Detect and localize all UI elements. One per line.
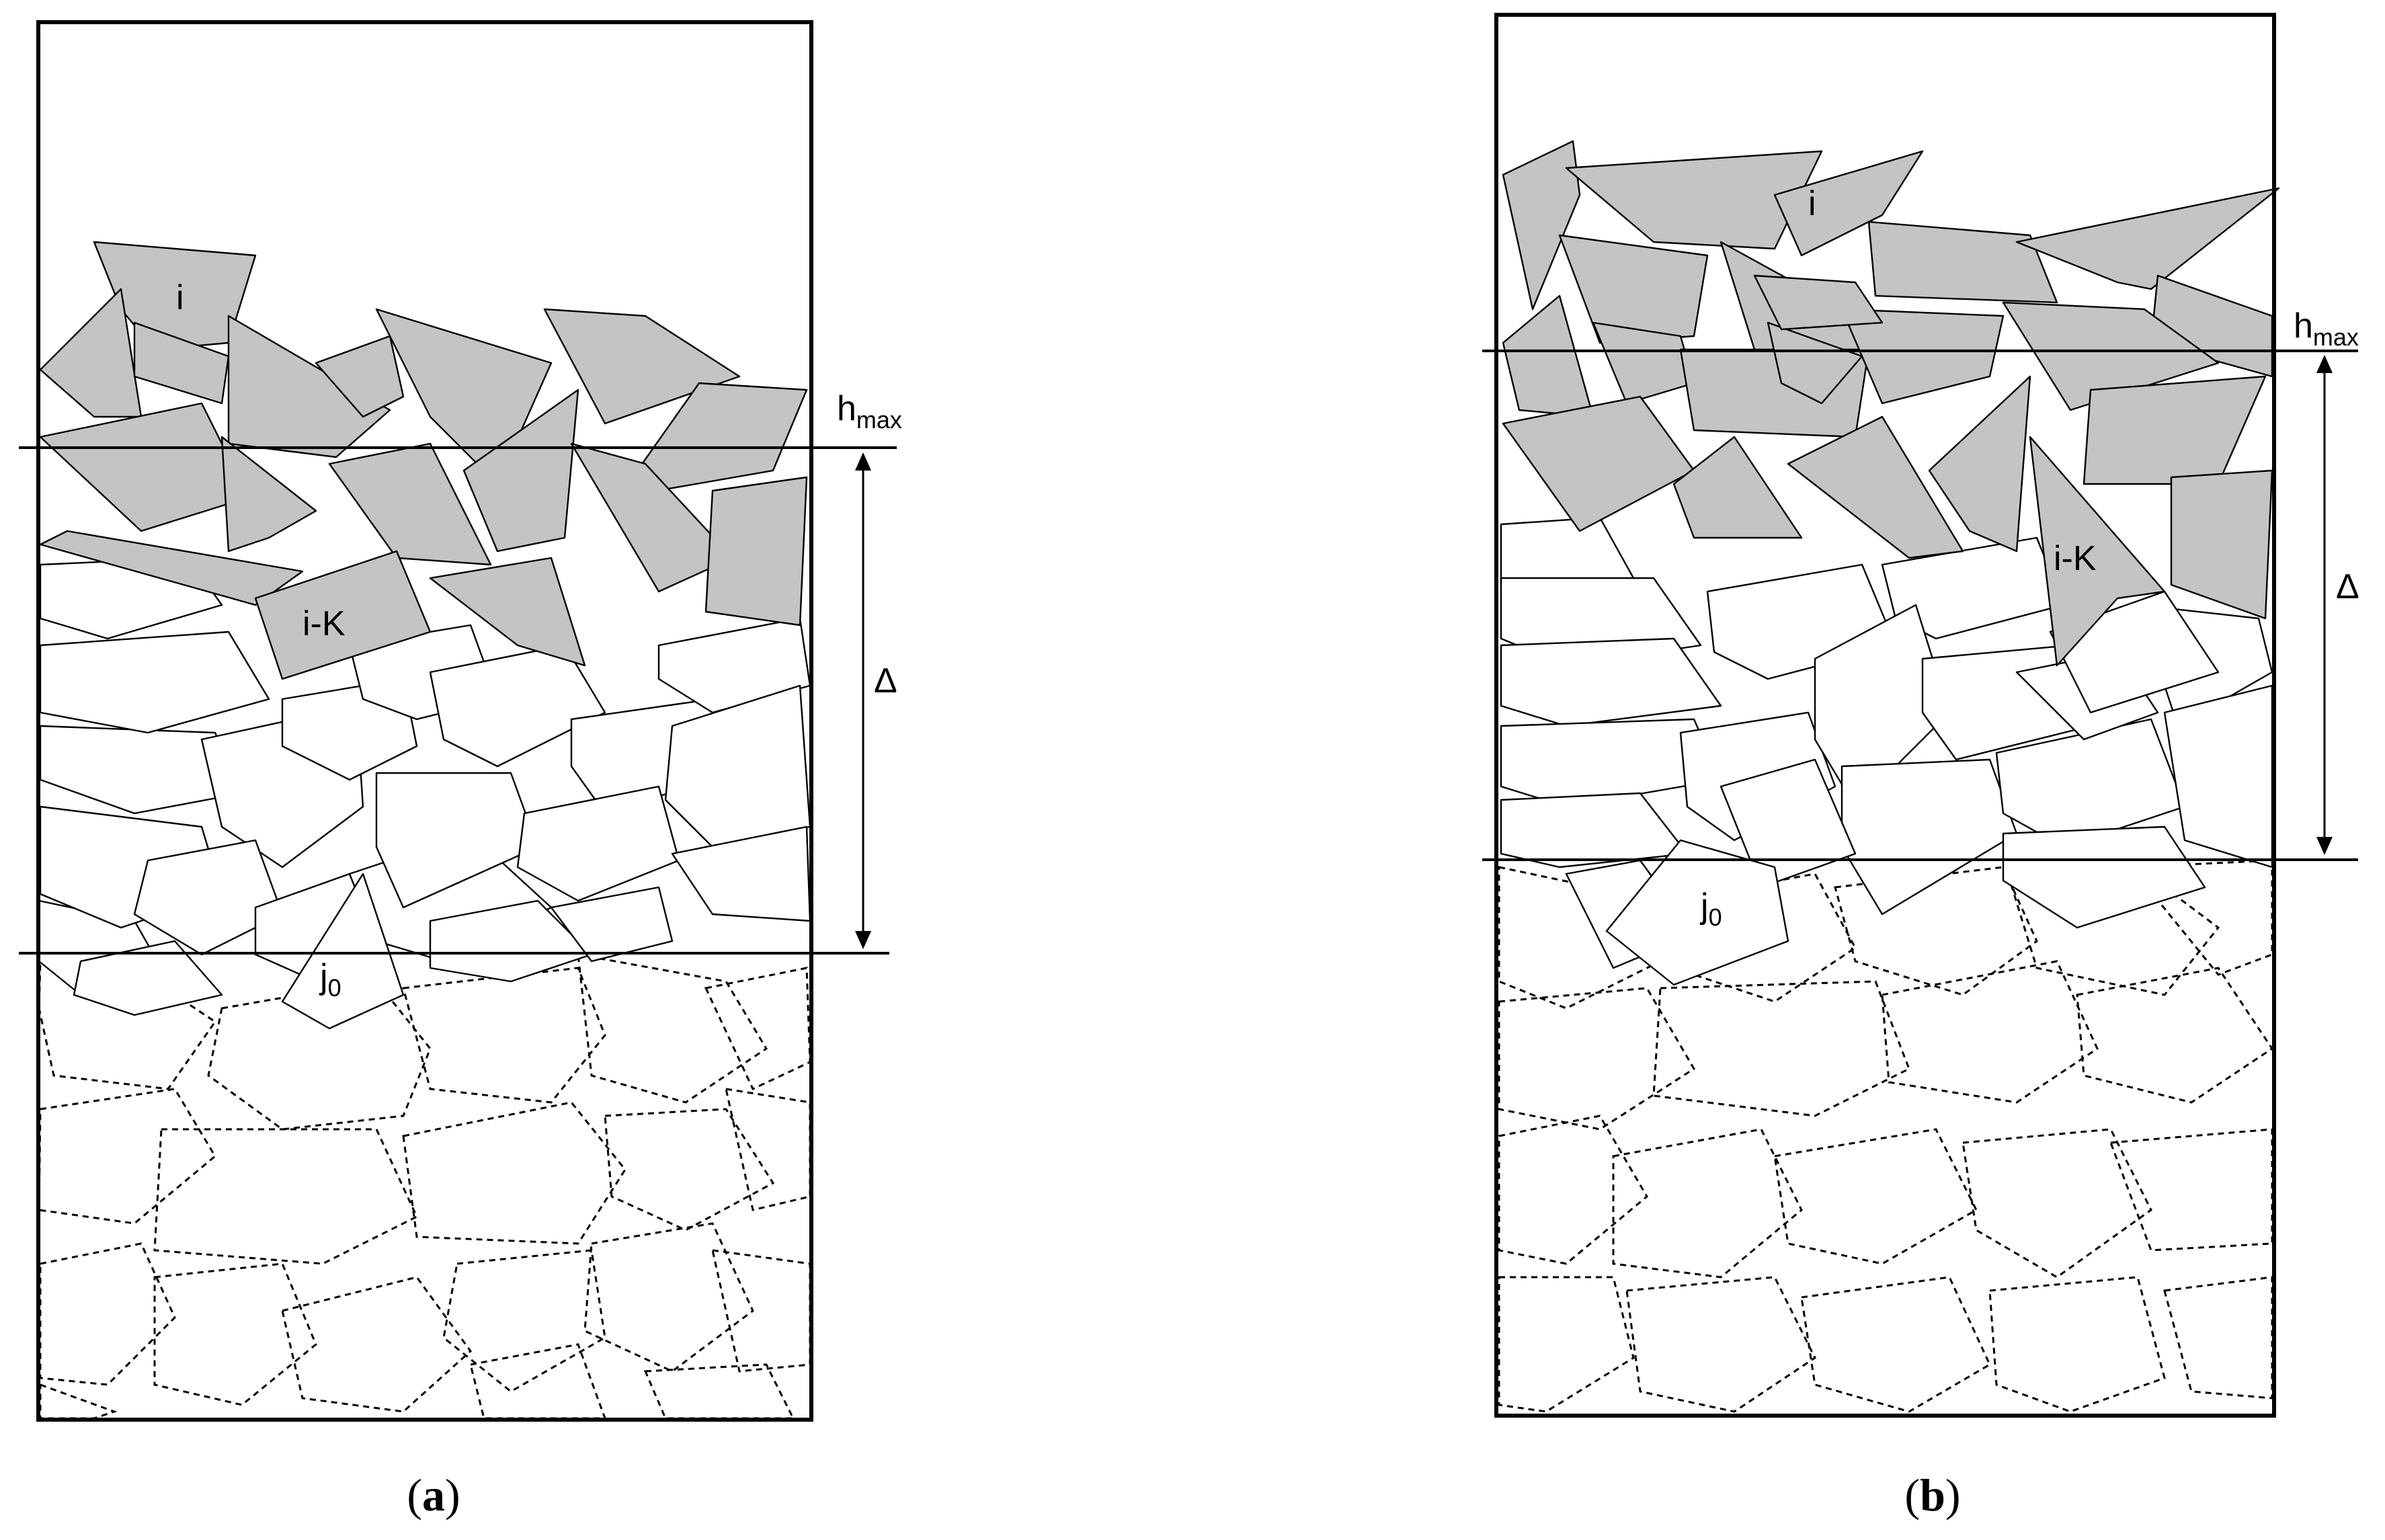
panel-a: i i-K j0 hmax Δ (a) — [19, 20, 902, 1521]
container-a — [36, 20, 813, 1422]
particle-j0-a — [281, 873, 405, 1030]
label-ik-a: i-K — [302, 604, 346, 643]
delta-arrow-a — [855, 452, 871, 949]
panel-b: i i-K j0 hmax Δ (b) — [1482, 13, 2359, 1521]
caption-b: (b) — [1904, 1469, 1960, 1521]
label-delta-b: Δ — [2336, 567, 2359, 606]
label-i-b: i — [1808, 184, 1816, 223]
shaded-particles-a — [39, 241, 808, 680]
label-hmax-b: hmax — [2294, 307, 2359, 351]
label-i-a: i — [176, 278, 184, 317]
settled-particles-b — [1498, 859, 2274, 1413]
label-hmax-a: hmax — [837, 389, 902, 434]
particle-j0-b — [1605, 839, 1789, 986]
label-j0-b: j0 — [1699, 887, 1722, 931]
caption-a: (a) — [407, 1469, 460, 1521]
shaded-particles-b — [1502, 140, 2280, 667]
settled-particles-a — [38, 953, 811, 1420]
label-ik-b: i-K — [2054, 539, 2097, 578]
label-j0-a: j0 — [319, 957, 341, 1002]
container-b — [1494, 13, 2276, 1418]
delta-arrow-b — [2316, 355, 2333, 855]
label-delta-a: Δ — [874, 661, 897, 700]
